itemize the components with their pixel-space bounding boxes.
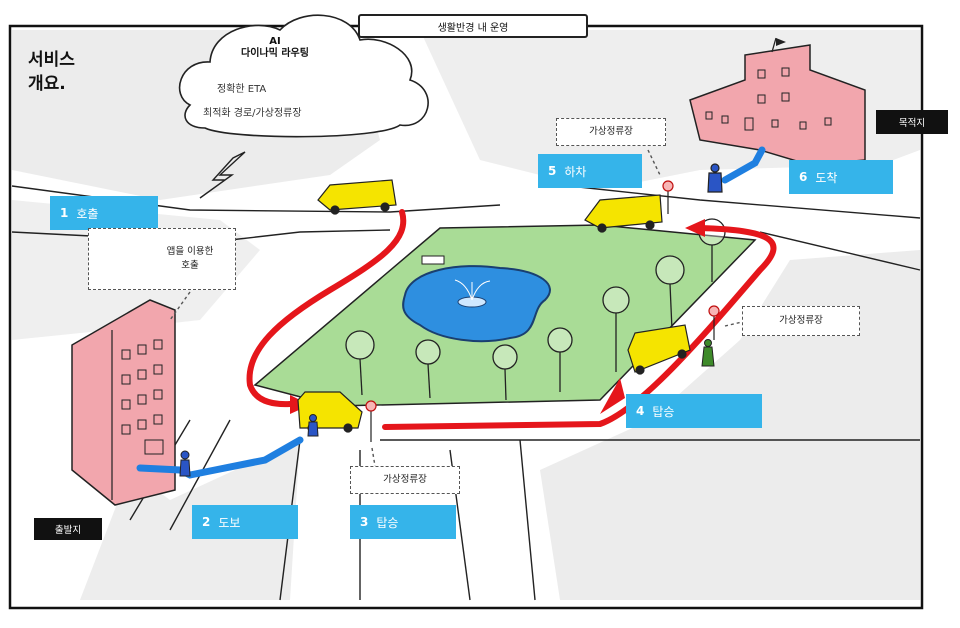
- step-number: 5: [548, 164, 557, 178]
- step-label: 도보: [218, 515, 241, 530]
- road-lines: [11, 184, 921, 601]
- cloud-route-text: 최적화 경로/가상정류장: [203, 108, 302, 119]
- cloud: [178, 14, 429, 138]
- callout-virtual-stop-right: 가상정류장: [742, 306, 860, 336]
- origin-label: 출발지: [34, 518, 102, 540]
- step-number: 1: [60, 206, 69, 220]
- step-label: 도착: [815, 170, 838, 185]
- stop-sign-icon: [365, 180, 720, 442]
- step-label: 하차: [564, 164, 587, 179]
- bench: [421, 255, 445, 265]
- trees: [345, 218, 726, 401]
- walk-path-origin: [136, 436, 304, 479]
- walker-origin-icon: [179, 450, 191, 477]
- vehicle-stop4: [627, 324, 691, 375]
- origin-building: [71, 299, 176, 506]
- destination-label: 목적지: [876, 110, 948, 134]
- step-number: 6: [799, 170, 808, 184]
- vehicle-top: [317, 179, 397, 215]
- cloud-eta-text: 정확한 ETA: [217, 84, 267, 95]
- fountain-spray: [454, 279, 491, 301]
- callout-pointers: [169, 149, 743, 467]
- step-number: 2: [202, 515, 211, 529]
- boarding-person-icon: [307, 414, 319, 437]
- cloud-title-line1: AI: [269, 36, 281, 47]
- header-label: 생활반경 내 운영: [437, 22, 509, 34]
- step-label: 탑승: [376, 515, 399, 530]
- step-label: 호출: [76, 206, 99, 221]
- arrival-person-icon: [707, 163, 723, 193]
- step-2-walk: 2 도보: [192, 505, 298, 539]
- walk-path-destination: [721, 146, 766, 184]
- pedestrian-icon: [701, 339, 715, 367]
- step-3-board: 3 탑승: [350, 505, 456, 539]
- step-5-alight: 5 하차: [538, 154, 642, 188]
- header-tab: 생활반경 내 운영: [358, 14, 588, 38]
- cloud-title-line2: 다이나믹 라우팅: [241, 48, 309, 59]
- vehicle-stop5: [584, 194, 663, 233]
- signal-bolt-icon: [199, 151, 246, 199]
- step-1-call: 1 호출: [50, 196, 158, 230]
- callout-virtual-stop-top: 가상정류장: [556, 118, 666, 146]
- step-number: 3: [360, 515, 369, 529]
- callout-virtual-stop-bottom: 가상정류장: [350, 466, 460, 494]
- step-label: 탑승: [652, 404, 675, 419]
- page-title: 서비스 개요.: [28, 50, 75, 94]
- cloud-title: AI 다이나믹 라우팅: [230, 36, 320, 60]
- destination-building: [689, 37, 866, 166]
- step-number: 4: [636, 404, 645, 418]
- step-4-board: 4 탑승: [626, 394, 762, 428]
- callout-app-call: 앱을 이용한 호출: [88, 228, 236, 290]
- step-6-arrive: 6 도착: [789, 160, 893, 194]
